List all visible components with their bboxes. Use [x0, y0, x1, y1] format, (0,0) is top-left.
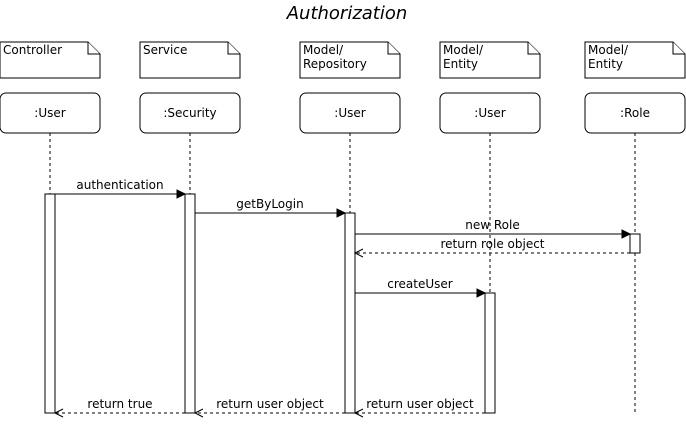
note-shape	[0, 41, 101, 79]
participant-head-box	[439, 92, 541, 134]
arrowhead-filled	[176, 189, 187, 199]
participant-heads: :User :Security :User :User :Role	[0, 92, 686, 134]
arrowhead-open	[193, 408, 204, 418]
participant-note: Model/Entity	[584, 41, 686, 79]
activation-bar	[184, 193, 196, 414]
note-shape	[584, 41, 686, 79]
note-shape	[299, 41, 401, 79]
message-label: createUser	[387, 277, 453, 291]
diagram-title: Authorization	[286, 3, 408, 24]
note-shape	[439, 41, 541, 79]
participant-note-label: Entity	[588, 57, 623, 71]
participant-head: :User	[439, 92, 541, 134]
return-message: return true	[53, 397, 185, 418]
arrowhead-filled	[621, 229, 632, 239]
participant-head-label: :Security	[163, 106, 216, 120]
participant-note-label: Controller	[3, 43, 62, 57]
arrowhead-filled	[336, 208, 347, 218]
activation-bar	[629, 233, 641, 254]
participant-head-box	[0, 92, 101, 134]
participant-head-label: :User	[34, 106, 65, 120]
participant-note-label: Service	[143, 43, 187, 57]
participant-note: Model/Repository	[299, 41, 401, 79]
sync-message: authentication	[55, 178, 187, 199]
note-fold	[87, 42, 100, 55]
arrowhead-open	[53, 408, 64, 418]
participant-head-box	[584, 92, 686, 134]
sync-message: getByLogin	[195, 197, 347, 218]
activation-bars	[44, 193, 641, 414]
return-message: return user object	[193, 397, 345, 418]
message-label: new Role	[465, 218, 519, 232]
message-label: getByLogin	[236, 197, 303, 211]
arrowhead-filled	[476, 288, 487, 298]
participant-head: :User	[299, 92, 401, 134]
activation-bar	[344, 212, 356, 414]
participant-note-label: Model/	[588, 43, 629, 57]
return-message: return user object	[353, 397, 485, 418]
participant-head-label: :User	[474, 106, 505, 120]
sync-message: new Role	[355, 218, 632, 239]
return-message: return role object	[353, 237, 630, 258]
participant-head-box	[139, 92, 241, 134]
note-fold	[527, 42, 540, 55]
participant-note-label: Model/	[303, 43, 344, 57]
participant-note-label: Entity	[443, 57, 478, 71]
note-fold	[387, 42, 400, 55]
participant-head-label: :User	[334, 106, 365, 120]
participant-head: :Security	[139, 92, 241, 134]
participant-head-box	[299, 92, 401, 134]
lifelines	[49, 133, 636, 413]
note-shape	[139, 41, 241, 79]
message-label: return user object	[216, 397, 324, 411]
participant-note: Model/Entity	[439, 41, 541, 79]
arrowhead-open	[353, 248, 364, 258]
message-label: return true	[87, 397, 152, 411]
message-label: return role object	[440, 237, 544, 251]
note-fold	[227, 42, 240, 55]
arrowhead-open	[353, 408, 364, 418]
participant-head: :User	[0, 92, 101, 134]
messages: authentication getByLogin new Role return r…	[53, 178, 632, 418]
participant-note: Controller	[0, 41, 101, 79]
message-label: return user object	[366, 397, 474, 411]
sync-message: createUser	[355, 277, 487, 298]
participant-head: :Role	[584, 92, 686, 134]
activation-bar	[44, 193, 56, 414]
participant-note-label: Model/	[443, 43, 484, 57]
participant-head-label: :Role	[620, 106, 650, 120]
note-fold	[672, 42, 685, 55]
activation-bar	[484, 292, 496, 414]
message-label: authentication	[76, 178, 163, 192]
participant-note: Service	[139, 41, 241, 79]
participant-note-label: Repository	[303, 57, 367, 71]
